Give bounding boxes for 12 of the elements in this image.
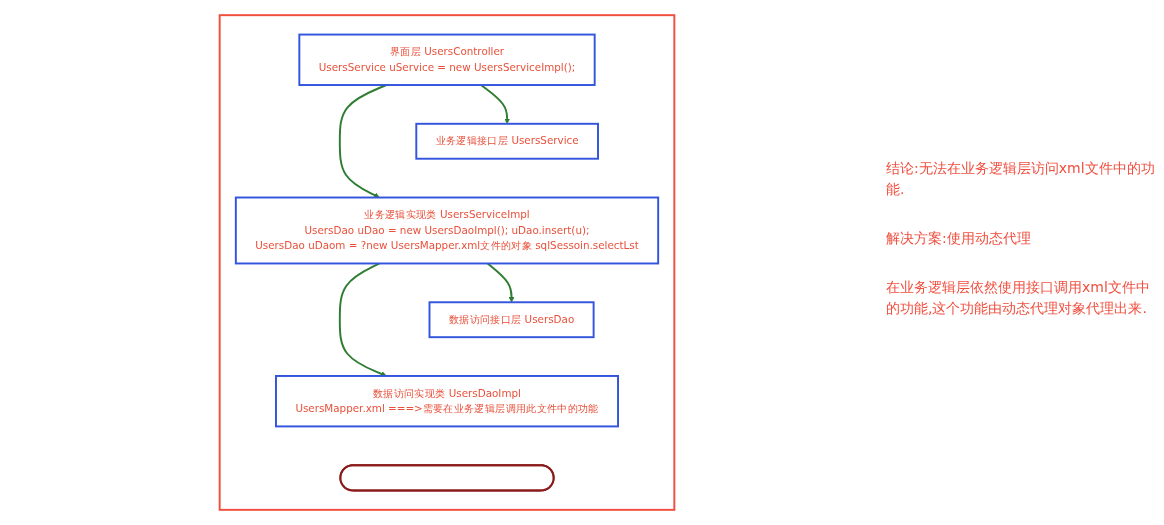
note-text: 结论:无法在业务逻辑层访问xml文件中的功能. <box>886 159 1156 199</box>
arrow <box>486 262 515 303</box>
note-text: 解决方案:使用动态代理 <box>886 229 1032 248</box>
node-box: 业务逻辑实现类 UsersServiceImpl UsersDao uDao = new UsersDaoImpl(); uDao.insert(u); UsersDao uDaom = ?new UsersMapper.xml文件的对象 sqlSessoin.selectLst <box>234 196 660 265</box>
cluster <box>218 14 676 511</box>
note-text: 在业务逻辑层依然使用接口调用xml文件中的功能,这个功能由动态代理对象代理出来. <box>886 278 1151 318</box>
node-box: 数据访问实现类 UsersDaoImpl UsersMapper.xml ===>需要在业务逻辑层调用此文件中的功能 <box>275 375 619 428</box>
arrow <box>480 84 510 125</box>
node-box: 业务逻辑接口层 UsersService <box>415 122 599 160</box>
node-box: 界面层 UsersController UsersService uService = new UsersServiceImpl(); <box>298 33 596 86</box>
arrow <box>338 262 387 377</box>
node-box: 数据访问接口层 UsersDao <box>428 301 595 339</box>
